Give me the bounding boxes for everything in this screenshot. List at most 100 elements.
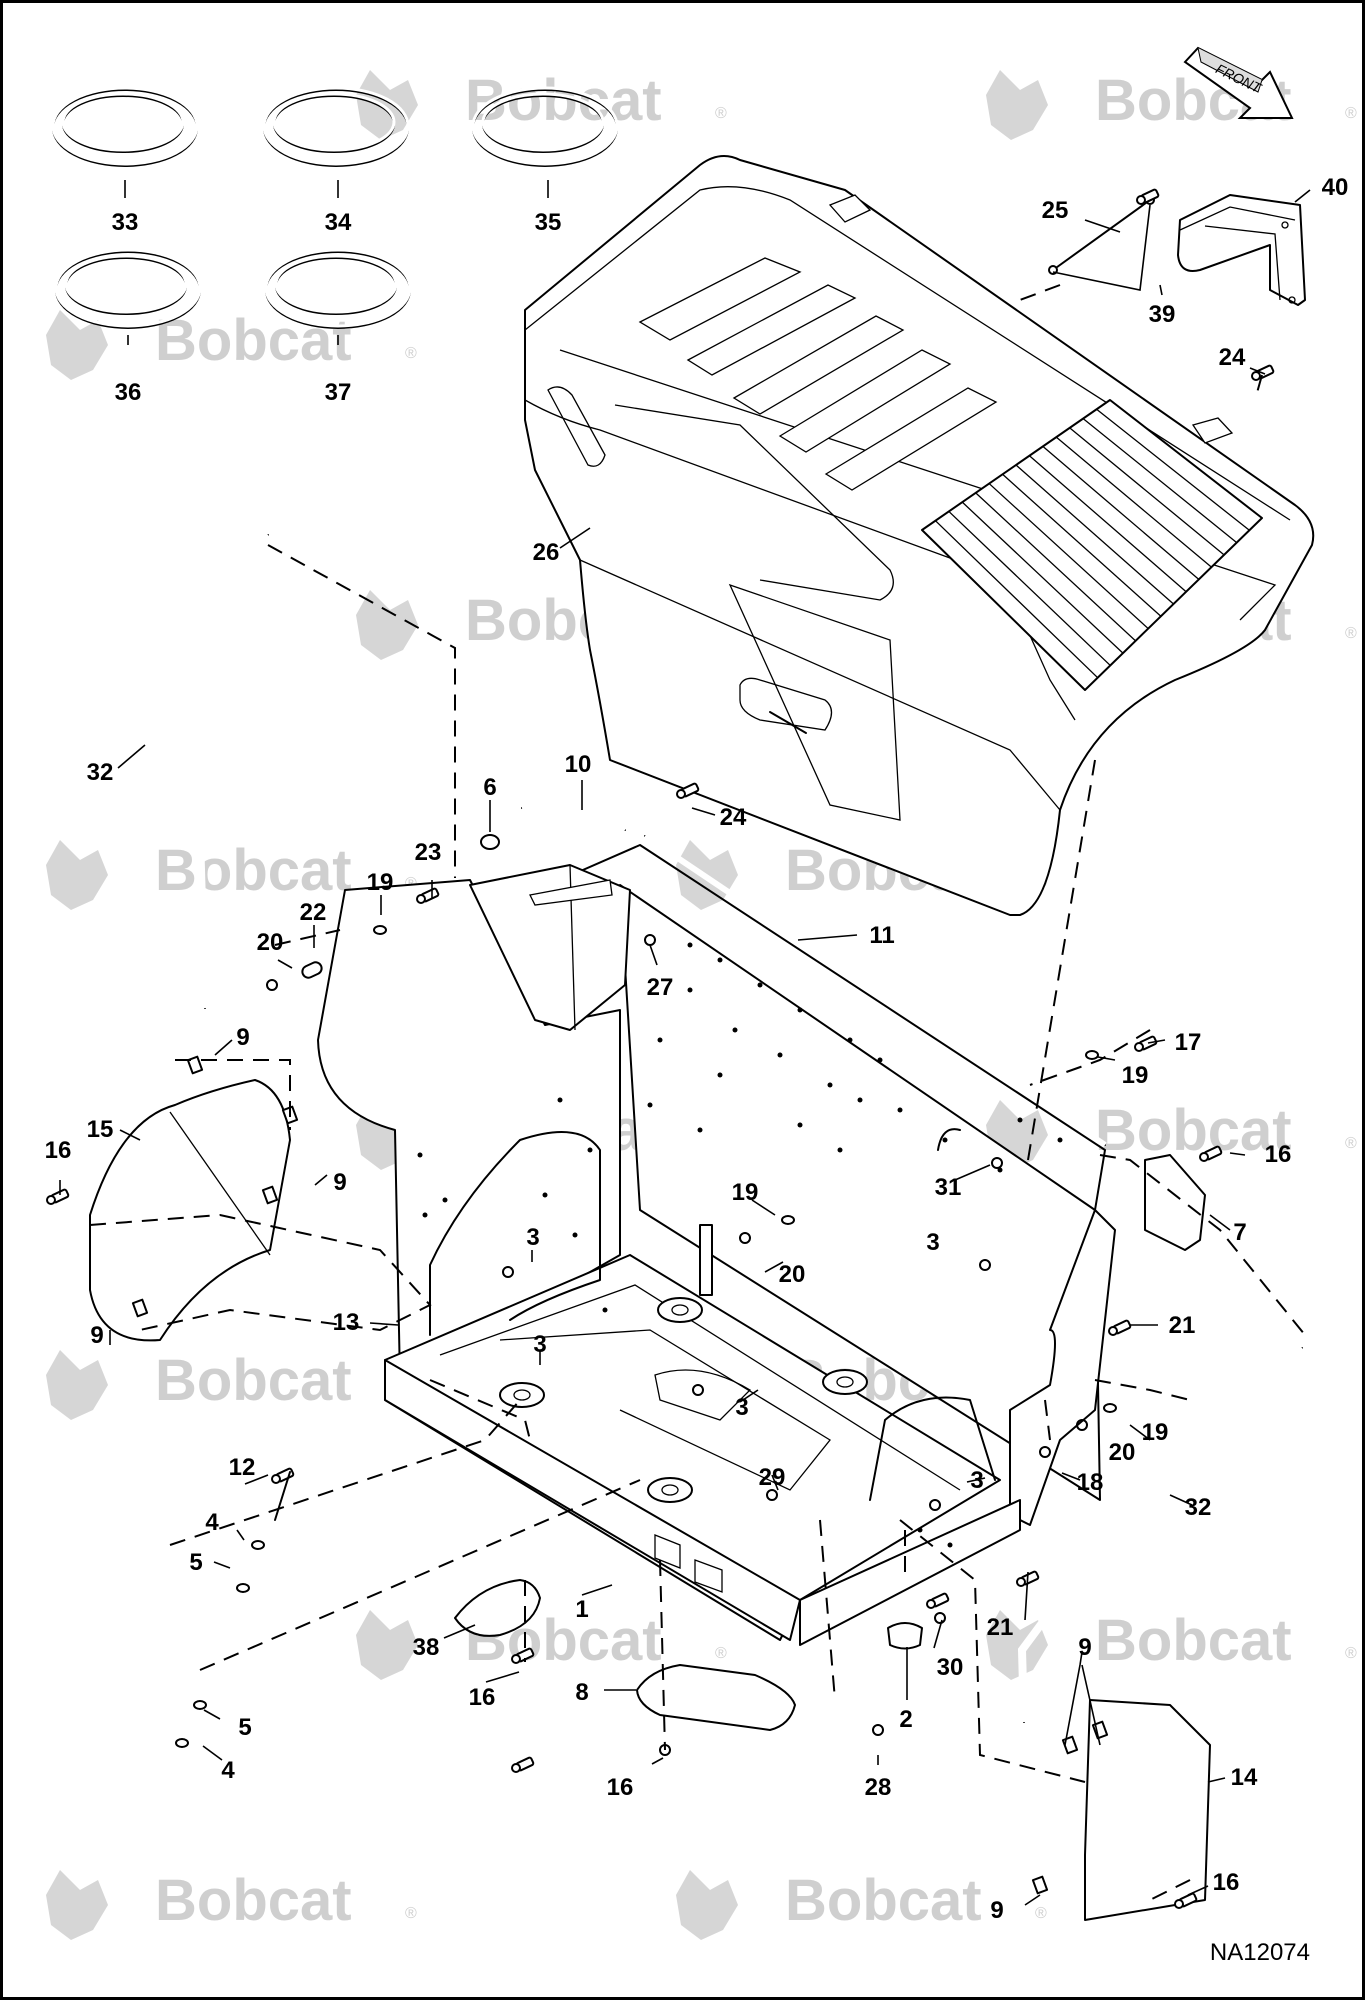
mounting-hole: [417, 1152, 423, 1158]
watermark-symbol: ®: [715, 105, 727, 122]
mounting-hole: [837, 1147, 843, 1153]
callout-13: 13: [333, 1309, 360, 1336]
hardware-washer: [373, 925, 387, 935]
callout-21: 21: [987, 1614, 1014, 1641]
grille-slat: [1055, 436, 1212, 568]
hardware-bolt: [1251, 364, 1275, 381]
hardware-bolt: [511, 1647, 535, 1664]
hardware-nut: [1039, 1446, 1051, 1458]
watermark-text: Bobcat: [155, 1868, 352, 1933]
callout-34: 34: [325, 209, 352, 236]
callout-3: 3: [526, 1224, 539, 1251]
callout-16: 16: [45, 1137, 72, 1164]
watermark-text: Bobcat: [785, 1868, 982, 1933]
callout-3: 3: [533, 1331, 546, 1358]
watermark-text: Bobcat: [155, 838, 352, 903]
callout-23: 23: [415, 839, 442, 866]
hardware-spacer: [301, 961, 323, 979]
hardware-clip: [261, 1185, 279, 1205]
cover-8: [636, 1664, 796, 1731]
mounting-hole: [687, 942, 693, 948]
hardware-clip: [186, 1055, 204, 1075]
hardware-bolt: [416, 887, 440, 904]
grille-slat: [975, 492, 1137, 642]
watermark-symbol: ®: [715, 1645, 727, 1662]
mounting-hole: [797, 1122, 803, 1128]
callout-38: 38: [413, 1634, 440, 1661]
mounting-hole: [602, 1307, 608, 1313]
callout-19: 19: [367, 869, 394, 896]
callout-37: 37: [325, 379, 352, 406]
frame-mounting-holes: [417, 942, 1063, 1548]
hardware-nut: [991, 1157, 1003, 1169]
mounting-hole: [1057, 1137, 1063, 1143]
mounting-hole: [557, 1097, 563, 1103]
hardware-nut: [934, 1612, 946, 1624]
hardware-nut: [872, 1724, 884, 1736]
callout-40: 40: [1322, 174, 1349, 201]
callout-19: 19: [1142, 1419, 1169, 1446]
callout-25: 25: [1042, 197, 1069, 224]
bobcat-watermark: Bobcat®: [46, 838, 417, 910]
seal-coil-37: [264, 248, 412, 329]
watermark-text: Bobcat: [1095, 1098, 1292, 1163]
callout-1: 1: [575, 1596, 588, 1623]
hardware-items: [46, 188, 1275, 1909]
callout-20: 20: [257, 929, 284, 956]
callout-2: 2: [899, 1706, 912, 1733]
hardware-washer: [175, 1738, 189, 1748]
bobcat-watermark: Bobcat®: [986, 1608, 1357, 1680]
hardware-washer: [1103, 1403, 1117, 1413]
mounting-hole: [657, 1037, 663, 1043]
grille-slat: [1069, 427, 1225, 556]
grille-slat: [1096, 408, 1250, 531]
hardware-nut: [979, 1259, 991, 1271]
callout-9: 9: [990, 1897, 1003, 1924]
mounting-hole: [877, 1057, 883, 1063]
callout-9: 9: [90, 1322, 103, 1349]
cab-frame-13: [317, 844, 1116, 1646]
watermark-symbol: ®: [405, 1905, 417, 1922]
callout-16: 16: [1213, 1869, 1240, 1896]
watermark-symbol: ®: [1345, 105, 1357, 122]
hardware-bolt: [46, 1188, 70, 1205]
mounting-hole: [572, 1232, 578, 1238]
hardware-washer: [781, 1215, 795, 1225]
callout-27: 27: [647, 974, 674, 1001]
callout-22: 22: [300, 899, 327, 926]
callout-33: 33: [112, 209, 139, 236]
callout-16: 16: [607, 1774, 634, 1801]
bobcat-watermark: Bobcat®: [46, 308, 417, 380]
callout-6: 6: [483, 774, 496, 801]
mounting-hole: [997, 1167, 1003, 1173]
callout-15: 15: [87, 1116, 114, 1143]
callout-24: 24: [1219, 344, 1246, 371]
grille-slat: [1042, 445, 1200, 580]
bracket-31: [937, 1128, 961, 1151]
bobcat-watermark: Bobcat®: [676, 1868, 1047, 1940]
watermark-symbol: ®: [405, 345, 417, 362]
ring-2: [887, 1622, 923, 1650]
mounting-hole: [847, 1037, 853, 1043]
grille-slat: [1002, 473, 1162, 617]
hardware-nut: [766, 1489, 778, 1501]
bracket-40: [1177, 194, 1306, 306]
callout-28: 28: [865, 1774, 892, 1801]
callout-29: 29: [759, 1464, 786, 1491]
callout-16: 16: [1265, 1141, 1292, 1168]
seal-coil-36: [54, 248, 202, 329]
seal-coil-33: [51, 86, 199, 167]
callout-14: 14: [1231, 1764, 1258, 1791]
callout-8: 8: [575, 1679, 588, 1706]
seal-10: [521, 803, 627, 833]
callout-4: 4: [205, 1509, 219, 1536]
seal-strip-32-right: [1017, 1344, 1305, 1723]
callout-4: 4: [221, 1757, 235, 1784]
callout-18: 18: [1077, 1469, 1104, 1496]
mounting-hole: [732, 1027, 738, 1033]
grille-lines: [921, 408, 1250, 691]
mounting-hole: [947, 1542, 953, 1548]
callout-24: 24: [720, 804, 747, 831]
